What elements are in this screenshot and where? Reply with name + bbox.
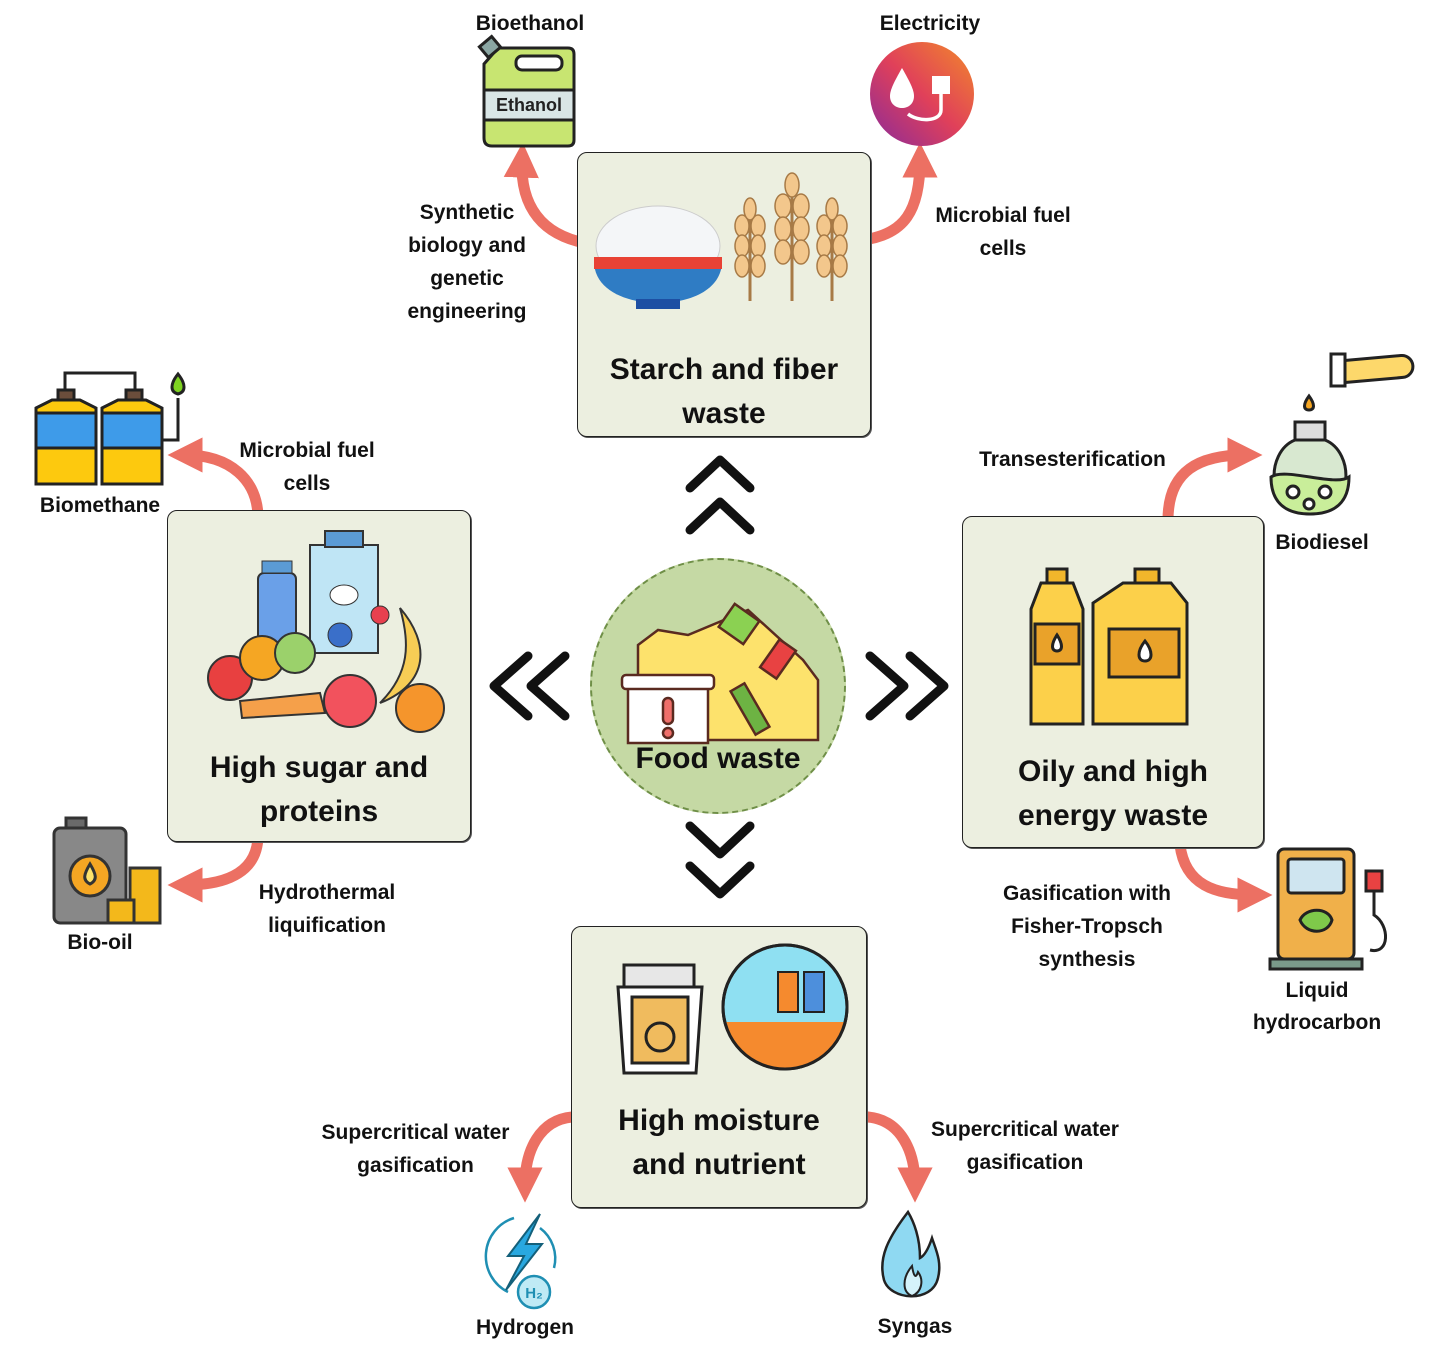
process-line: cells	[979, 237, 1027, 260]
arrow-to-biodiesel	[1162, 437, 1263, 526]
title-line-1: High sugar and	[209, 751, 429, 784]
process-label-hydrothermal-liquification: Hydrothermal liquification	[222, 876, 432, 942]
bio-oil-barrel-icon	[52, 816, 162, 925]
product-label-electricity: Electricity	[879, 12, 981, 35]
process-label-supercritical-water-right: Supercritical water gasification	[905, 1113, 1145, 1179]
product-line: hydrocarbon	[1252, 1011, 1382, 1034]
arrow-to-biomethane	[167, 437, 264, 524]
biomethane-tanks-icon	[34, 371, 186, 486]
title-line-2: and nutrient	[632, 1148, 806, 1181]
process-line: Microbial fuel	[239, 439, 375, 462]
process-line: Synthetic	[419, 201, 515, 224]
product-label-hydrogen: Hydrogen	[475, 1316, 574, 1339]
process-line: gasification	[357, 1154, 474, 1177]
product-label-bioethanol: Bioethanol	[475, 12, 585, 35]
product-label-biomethane: Biomethane	[39, 494, 161, 517]
process-line: engineering	[407, 300, 527, 323]
process-line: Supercritical water	[321, 1121, 510, 1144]
arrow-to-syngas	[862, 1111, 933, 1203]
fruits-dairy-icon	[207, 530, 445, 733]
waste-bin-icon	[616, 963, 704, 1075]
category-title-oily-energy: Oily and high energy waste	[963, 750, 1263, 838]
center-food-waste: Food waste	[590, 558, 846, 814]
chevron-up-double-icon	[685, 455, 755, 535]
h2-text: H₂	[525, 1285, 543, 1302]
biodiesel-flask-icon	[1269, 352, 1415, 516]
wheat-icon	[734, 172, 848, 301]
process-line: Supercritical water	[931, 1118, 1119, 1141]
process-label-gasification-fisher-tropsch: Gasification with Fisher-Tropsch synthes…	[972, 877, 1202, 976]
title-line-2: proteins	[259, 795, 379, 828]
syngas-flame-icon	[881, 1209, 941, 1298]
process-line: biology and	[408, 234, 526, 257]
product-label-liquid-hydrocarbon: Liquid hydrocarbon	[1222, 975, 1412, 1039]
chevron-left-double-icon	[489, 651, 570, 721]
category-title-moisture-nutrient: High moisture and nutrient	[572, 1099, 866, 1187]
category-card-moisture-nutrient: High moisture and nutrient	[571, 926, 867, 1208]
center-label: Food waste	[635, 742, 801, 775]
title-line-1: High moisture	[618, 1104, 820, 1137]
process-line: Fisher-Tropsch	[1011, 915, 1163, 938]
product-label-biodiesel: Biodiesel	[1275, 531, 1369, 554]
arrow-to-biooil	[167, 829, 264, 903]
process-label-transesterification: Transesterification	[960, 443, 1185, 476]
process-label-synthetic-biology: Synthetic biology and genetic engineerin…	[382, 196, 552, 328]
hydrogen-bolt-icon: H₂	[484, 1213, 557, 1310]
category-title-sugar-proteins: High sugar and proteins	[168, 746, 470, 834]
process-line: liquification	[268, 914, 386, 937]
process-line: Hydrothermal	[258, 881, 396, 904]
oil-bottles-icon	[1029, 567, 1189, 726]
process-label-supercritical-water-left: Supercritical water gasification	[298, 1116, 533, 1182]
fuel-pump-icon	[1268, 847, 1387, 971]
arrow-to-bioethanol	[503, 142, 591, 249]
process-line: genetic	[430, 267, 504, 290]
process-line: cells	[283, 472, 331, 495]
process-label-microbial-fuel-cells-left: Microbial fuel cells	[212, 434, 402, 500]
arrow-to-electricity	[856, 142, 938, 246]
title-line-1: Starch and fiber	[609, 353, 839, 386]
title-line-2: waste	[682, 397, 766, 430]
ethanol-jerrycan-icon: Ethanol	[477, 34, 576, 148]
process-line: Microbial fuel	[935, 204, 1071, 227]
process-line: Transesterification	[979, 448, 1166, 471]
electricity-plug-icon	[870, 42, 974, 146]
process-label-microbial-fuel-cells-top: Microbial fuel cells	[908, 199, 1098, 265]
food-waste-pile-icon	[620, 602, 820, 745]
rice-bowl-icon	[594, 205, 722, 309]
process-line: gasification	[966, 1151, 1084, 1174]
title-line-1: Oily and high	[1017, 755, 1208, 788]
product-line: Liquid	[1285, 979, 1349, 1002]
category-card-starch-fiber: Starch and fiber waste	[577, 152, 871, 437]
process-line: Gasification with	[1002, 882, 1172, 905]
chevron-down-double-icon	[685, 821, 755, 899]
title-line-2: energy waste	[1017, 799, 1209, 832]
category-card-oily-energy: Oily and high energy waste	[962, 516, 1264, 848]
arrow-to-liquid-hydrocarbon	[1174, 839, 1273, 913]
ethanol-text: Ethanol	[496, 95, 562, 115]
product-label-syngas: Syngas	[877, 1315, 953, 1338]
chevron-right-double-icon	[865, 651, 949, 721]
category-card-sugar-proteins: High sugar and proteins	[167, 510, 471, 842]
wastewater-treatment-icon	[721, 943, 849, 1071]
category-title-starch-fiber: Starch and fiber waste	[578, 348, 870, 436]
arrow-to-hydrogen	[507, 1111, 578, 1203]
process-line: synthesis	[1038, 948, 1136, 971]
product-label-bio-oil: Bio-oil	[67, 931, 133, 954]
